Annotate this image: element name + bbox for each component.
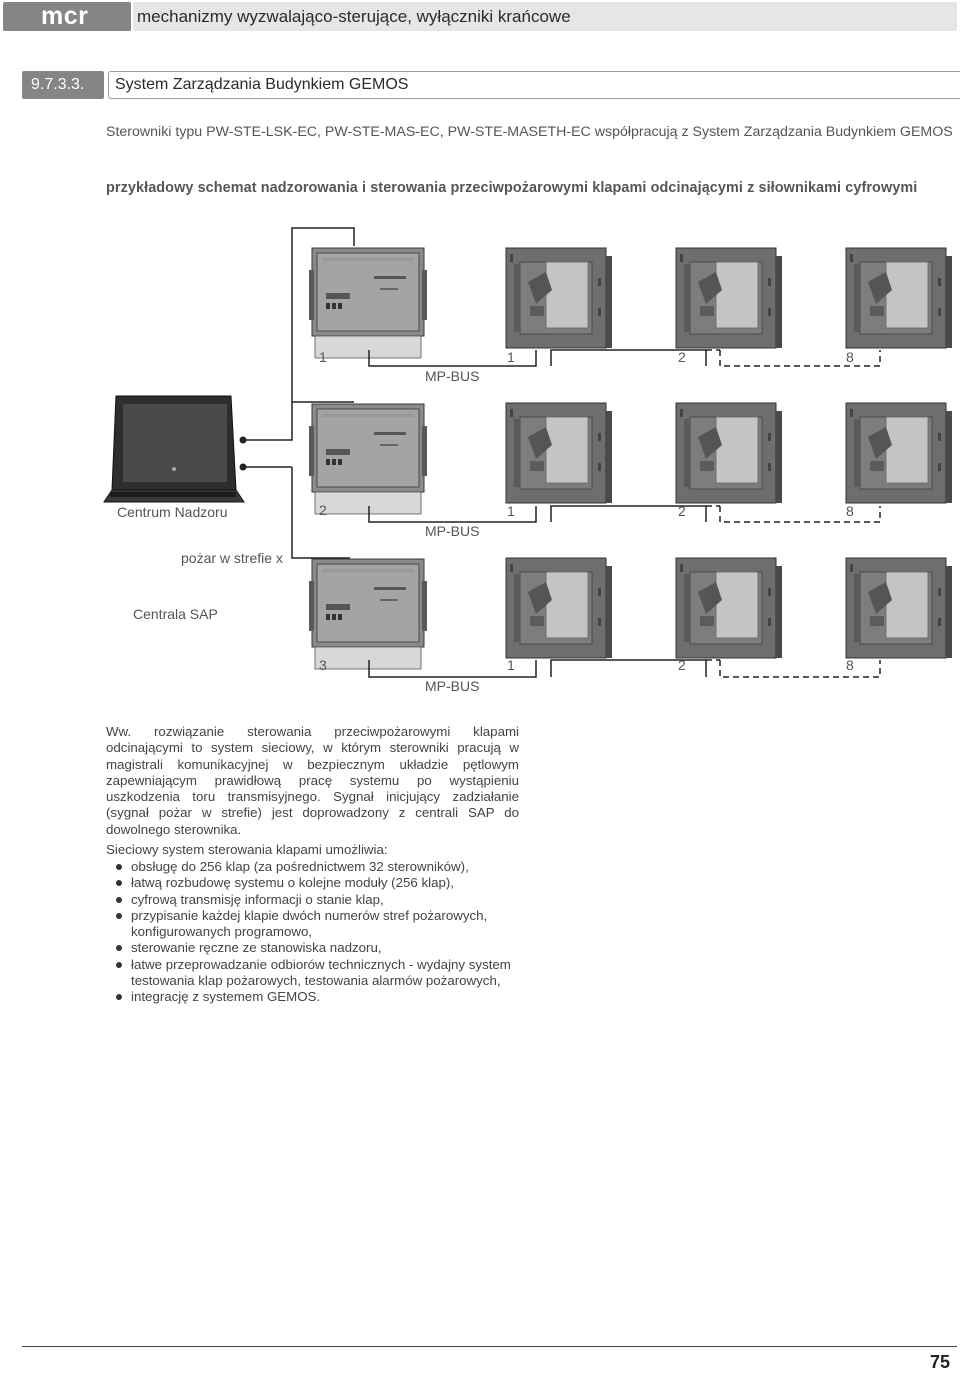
- connection-dot: [239, 436, 247, 444]
- section-title-box: System Zarządzania Budynkiem GEMOS: [108, 71, 960, 99]
- section-number-box: 9.7.3.3.: [22, 71, 104, 99]
- controller-number: 2: [319, 502, 327, 518]
- bullet-icon: [116, 896, 122, 903]
- controller-2-device: [308, 403, 428, 515]
- brand-logo: mcr: [3, 2, 131, 31]
- fire-zone-label: pożar w strefie x: [181, 550, 283, 566]
- network-diagram: [103, 227, 953, 678]
- damper-1-1: [505, 247, 613, 349]
- controller-number: 1: [319, 349, 327, 365]
- feature-list: obsługę do 256 klap (za pośrednictwem 32…: [106, 859, 536, 1006]
- damper-number: 1: [507, 503, 515, 519]
- damper-number: 8: [846, 657, 854, 673]
- bus-label: MP-BUS: [425, 678, 480, 694]
- controller-3-device: [308, 558, 428, 670]
- intro-text: Sterowniki typu PW-STE-LSK-EC, PW-STE-MA…: [106, 124, 953, 140]
- sap-label: Centrala SAP: [133, 606, 218, 622]
- list-item: łatwe przeprowadzanie odbiorów techniczn…: [106, 957, 536, 990]
- list-item: sterowanie ręczne ze stanowiska nadzoru,: [106, 940, 536, 956]
- damper-number: 1: [507, 349, 515, 365]
- page-number: 75: [930, 1352, 951, 1372]
- damper-number: 2: [678, 349, 686, 365]
- brand-logo-text: mcr: [41, 2, 89, 30]
- bullet-icon: [116, 912, 122, 919]
- list-intro: Sieciowy system sterowania klapami umożl…: [106, 842, 388, 857]
- center-label: Centrum Nadzoru: [117, 504, 228, 520]
- header-title: mechanizmy wyzwalająco-sterujące, wyłącz…: [137, 7, 571, 26]
- loop-lines: [243, 227, 355, 559]
- list-item: obsługę do 256 klap (za pośrednictwem 32…: [106, 859, 536, 875]
- damper-3-2: [675, 557, 783, 659]
- damper-1-8: [845, 247, 953, 349]
- damper-3-8: [845, 557, 953, 659]
- damper-2-8: [845, 402, 953, 504]
- bullet-icon: [116, 880, 122, 887]
- damper-number: 2: [678, 657, 686, 673]
- damper-number: 8: [846, 503, 854, 519]
- damper-number: 2: [678, 503, 686, 519]
- section-number: 9.7.3.3.: [31, 76, 85, 93]
- bullet-icon: [116, 994, 122, 1001]
- controller-number: 3: [319, 657, 327, 673]
- footer-rule: [22, 1346, 957, 1347]
- header-bar: mechanizmy wyzwalająco-sterujące, wyłącz…: [133, 2, 957, 31]
- diagram-subtitle: przykładowy schemat nadzorowania i stero…: [106, 180, 918, 196]
- damper-2-1: [505, 402, 613, 504]
- list-item: cyfrową transmisję informacji o stanie k…: [106, 892, 536, 908]
- damper-number: 1: [507, 657, 515, 673]
- damper-number: 8: [846, 349, 854, 365]
- section-title: System Zarządzania Budynkiem GEMOS: [115, 76, 409, 93]
- bullet-icon: [116, 945, 122, 952]
- list-item: integrację z systemem GEMOS.: [106, 989, 536, 1005]
- description-paragraph: Ww. rozwiązanie sterowania przeciwpożaro…: [106, 724, 519, 837]
- bus-label: MP-BUS: [425, 368, 480, 384]
- list-item: łatwą rozbudowę systemu o kolejne moduły…: [106, 875, 536, 891]
- bus-label: MP-BUS: [425, 523, 480, 539]
- bullet-icon: [116, 864, 122, 870]
- damper-1-2: [675, 247, 783, 349]
- connection-dot: [239, 463, 247, 471]
- damper-3-1: [505, 557, 613, 659]
- damper-2-2: [675, 402, 783, 504]
- bullet-icon: [116, 961, 122, 968]
- list-item: przypisanie każdej klapie dwóch numerów …: [106, 908, 536, 941]
- laptop-icon: [103, 395, 245, 503]
- controller-1-device: [308, 247, 428, 359]
